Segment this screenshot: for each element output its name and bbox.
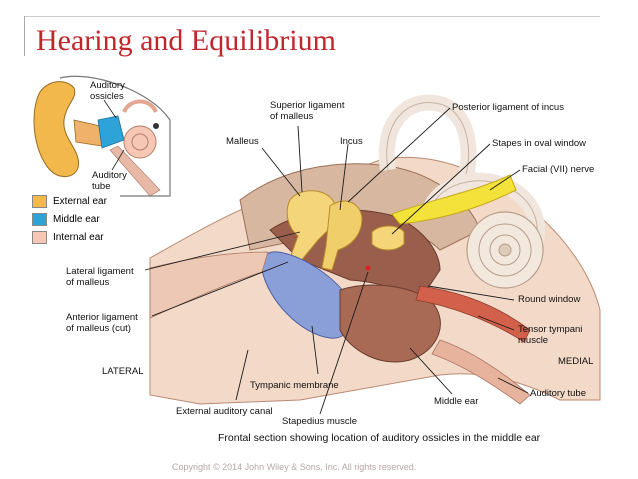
tensor-tympani-muscle (415, 285, 531, 343)
label-posterior-ligament: Posterior ligament of incus (452, 102, 564, 113)
legend-label-middle-ear: Middle ear (53, 213, 100, 225)
legend-swatch-external-ear (32, 194, 47, 208)
title-rule (24, 16, 25, 56)
legend-label-internal-ear: Internal ear (53, 231, 104, 243)
label-stapes: Stapes in oval window (492, 138, 586, 149)
cochlea (466, 211, 544, 289)
label-tensor-tympani: Tensor tympani muscle (518, 324, 583, 346)
figure-caption: Frontal section showing location of audi… (218, 432, 541, 444)
label-lateral: LATERAL (102, 366, 144, 377)
legend-item-internal-ear: Internal ear (32, 228, 107, 246)
middle-ear-cavity (339, 284, 441, 363)
legend-label-external-ear: External ear (53, 195, 107, 207)
legend-swatch-middle-ear (32, 212, 47, 226)
legend-swatch-internal-ear (32, 230, 47, 244)
label-stapedius: Stapedius muscle (282, 416, 357, 427)
legend-item-external-ear: External ear (32, 192, 107, 210)
label-incus: Incus (340, 136, 363, 147)
auditory-tube-shape (431, 339, 531, 405)
legend-item-middle-ear: Middle ear (32, 210, 107, 228)
page-title: Hearing and Equilibrium (36, 24, 336, 57)
label-inset-auditory-tube: Auditory tube (92, 170, 127, 192)
leader-lines (144, 107, 529, 415)
label-malleus: Malleus (226, 136, 259, 147)
label-middle-ear: Middle ear (434, 396, 479, 407)
legend: External ear Middle ear Internal ear (32, 192, 107, 246)
facial-nerve (391, 174, 517, 225)
label-facial-nerve: Facial (VII) nerve (522, 164, 595, 175)
label-medial: MEDIAL (558, 356, 594, 367)
label-tympanic-membrane: Tympanic membrane (250, 380, 339, 391)
main-section (149, 94, 601, 405)
top-rule (24, 16, 600, 17)
label-anterior-ligament: Anterior ligament of malleus (cut) (66, 312, 138, 334)
label-external-canal: External auditory canal (176, 406, 273, 417)
copyright-notice: Copyright © 2014 John Wiley & Sons, Inc.… (172, 462, 417, 472)
label-round-window: Round window (518, 294, 581, 305)
label-lateral-ligament: Lateral ligament of malleus (66, 266, 134, 288)
inset-ear-illustration (33, 75, 171, 197)
stapedius-marker (365, 265, 371, 271)
label-auditory-tube: Auditory tube (530, 388, 586, 399)
label-auditory-ossicles: Auditory ossicles (90, 80, 125, 102)
incus (321, 200, 363, 271)
label-superior-ligament: Superior ligament of malleus (270, 100, 345, 122)
stapes (371, 225, 405, 251)
